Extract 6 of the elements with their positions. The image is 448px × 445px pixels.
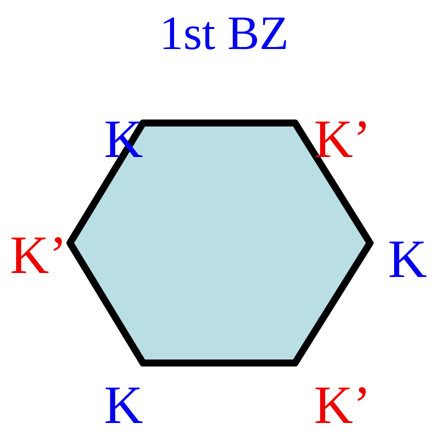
diagram-title: 1st BZ — [158, 10, 290, 58]
vertex-label: K — [388, 232, 427, 286]
vertex-label: K — [104, 378, 143, 432]
vertex-label: K’ — [314, 112, 371, 166]
vertex-label: K’ — [314, 378, 371, 432]
vertex-label: K’ — [10, 228, 67, 282]
